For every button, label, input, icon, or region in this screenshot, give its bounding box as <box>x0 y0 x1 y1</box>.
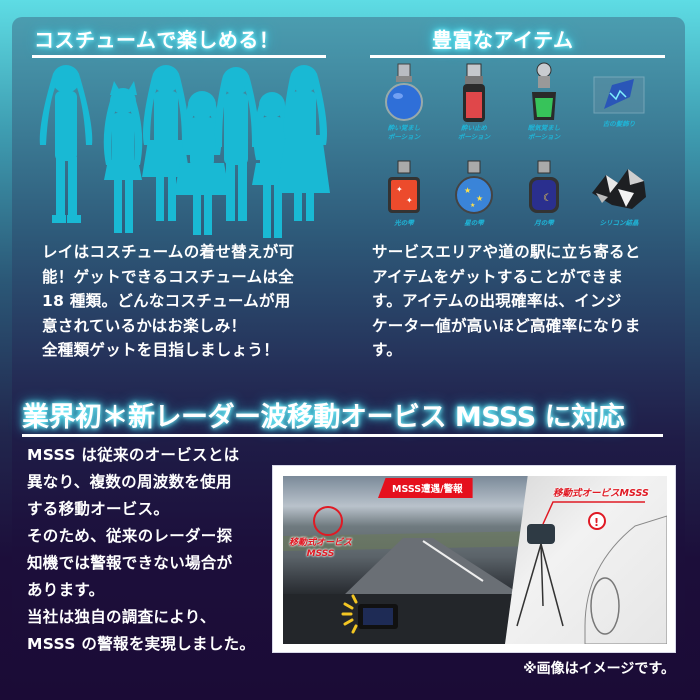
item-label: 星の雫 <box>464 219 484 227</box>
tripod-car-illustration: ! <box>516 501 667 644</box>
item-blue-round-potion: 酔い覚まし ポーション <box>367 62 441 142</box>
svg-text:☾: ☾ <box>543 193 552 204</box>
item-hair-ornament: 古の髪飾り <box>582 62 656 129</box>
item-label: 酔い止め ポーション <box>457 124 491 141</box>
item-star-drop: ★★★ 星の雫 <box>437 157 511 228</box>
item-green-potion: 眠気覚まし ポーション <box>507 62 581 142</box>
item-label: シリコン結晶 <box>599 219 639 227</box>
item-label: 月の雫 <box>534 219 554 227</box>
road-scene-illustration <box>283 506 543 644</box>
costume-description: レイはコスチュームの着せ替えが可 能！ゲットできるコスチュームは全 18 種類。… <box>42 243 295 359</box>
blue-star-bottle-icon: ★★★ <box>455 160 493 214</box>
silhouette-5 <box>214 67 259 221</box>
svg-text:★: ★ <box>470 202 475 209</box>
msss-title-underline <box>22 434 663 437</box>
item-label: 古の髪飾り <box>602 120 636 128</box>
msss-encounter-badge: MSSS遭遇/警報 <box>378 478 473 498</box>
silhouette-7 <box>276 65 330 221</box>
red-sparkle-bottle-icon: ✦✦ <box>388 160 420 213</box>
svg-text:✦: ✦ <box>406 196 413 205</box>
silhouette-1 <box>39 65 93 223</box>
item-silicon-crystal: シリコン結晶 <box>582 157 656 228</box>
msss-title: 業界初＊新レーダー波移動オービス MSSS に対応 <box>22 402 625 433</box>
svg-text:✦: ✦ <box>396 185 403 194</box>
item-moon-drop: ☾ 月の雫 <box>507 157 581 228</box>
alert-glyph: ! <box>594 516 599 529</box>
hair-ornament-icon <box>593 76 645 114</box>
items-title: 豊富なアイテム <box>432 28 574 52</box>
item-label: 酔い覚まし ポーション <box>387 124 421 141</box>
msss-description: MSSS は従来のオービスとは 異なり、複数の周波数を使用 する移動オービス。 … <box>27 446 256 653</box>
dashcam-road-photo: 移動式オービス MSSS <box>283 476 543 644</box>
red-potion-icon <box>463 63 485 122</box>
costume-title: コスチュームで楽しめる！ <box>34 28 280 52</box>
items-grid: 酔い覚まし ポーション 酔い止め ポーション 眠気覚まし ポーション 古の髪飾り <box>372 62 672 232</box>
silicon-crystal-icon <box>592 169 646 209</box>
msss-photo: 移動式オービス MSSS MSSS遭遇/警報 ! 移動式オービスMSSS <box>272 465 676 653</box>
image-disclaimer: ※画像はイメージです。 <box>523 661 675 677</box>
costume-title-underline <box>32 55 326 58</box>
item-light-drop: ✦✦ 光の雫 <box>367 157 441 228</box>
svg-text:★: ★ <box>476 194 483 203</box>
items-description: サービスエリアや道の駅に立ち寄ると アイテムをゲットすることができま す。アイテ… <box>372 243 641 359</box>
mobile-orbis-label-right: 移動式オービスMSSS <box>553 488 649 499</box>
blue-round-potion-icon <box>385 63 423 121</box>
items-title-underline <box>370 55 665 58</box>
item-red-potion: 酔い止め ポーション <box>437 62 511 142</box>
green-potion-icon <box>532 62 556 120</box>
orbis-tripod-illustration: ! 移動式オービスMSSS <box>505 476 667 644</box>
mobile-orbis-label-left: 移動式オービス MSSS <box>289 538 353 559</box>
item-label: 光の雫 <box>394 219 414 227</box>
svg-text:★: ★ <box>464 186 471 195</box>
silhouette-3 <box>142 65 190 221</box>
silhouette-2 <box>103 81 143 233</box>
navy-moon-bottle-icon: ☾ <box>529 160 559 213</box>
character-silhouettes <box>39 65 330 238</box>
item-label: 眠気覚まし ポーション <box>527 124 561 141</box>
